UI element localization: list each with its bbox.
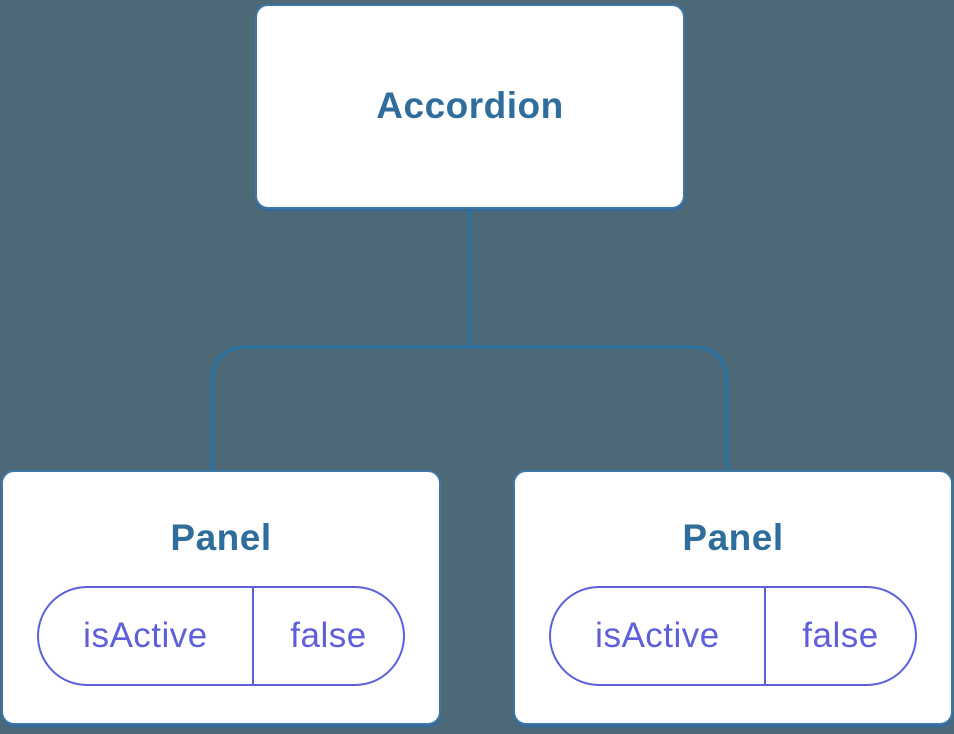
- connector-branch-bracket: [210, 345, 729, 472]
- accordion-node: Accordion: [255, 4, 685, 209]
- panel-node-left: Panel isActive false: [1, 470, 441, 725]
- prop-pill: isActive false: [549, 585, 917, 686]
- prop-name: isActive: [39, 587, 254, 684]
- prop-name: isActive: [551, 587, 766, 684]
- prop-pill: isActive false: [37, 585, 405, 686]
- panel-node-label: Panel: [682, 517, 784, 558]
- prop-value: false: [802, 615, 879, 655]
- prop-value: false: [290, 615, 367, 655]
- accordion-node-label: Accordion: [376, 85, 564, 127]
- panel-node-right: Panel isActive false: [513, 470, 953, 725]
- panel-node-label: Panel: [170, 517, 272, 558]
